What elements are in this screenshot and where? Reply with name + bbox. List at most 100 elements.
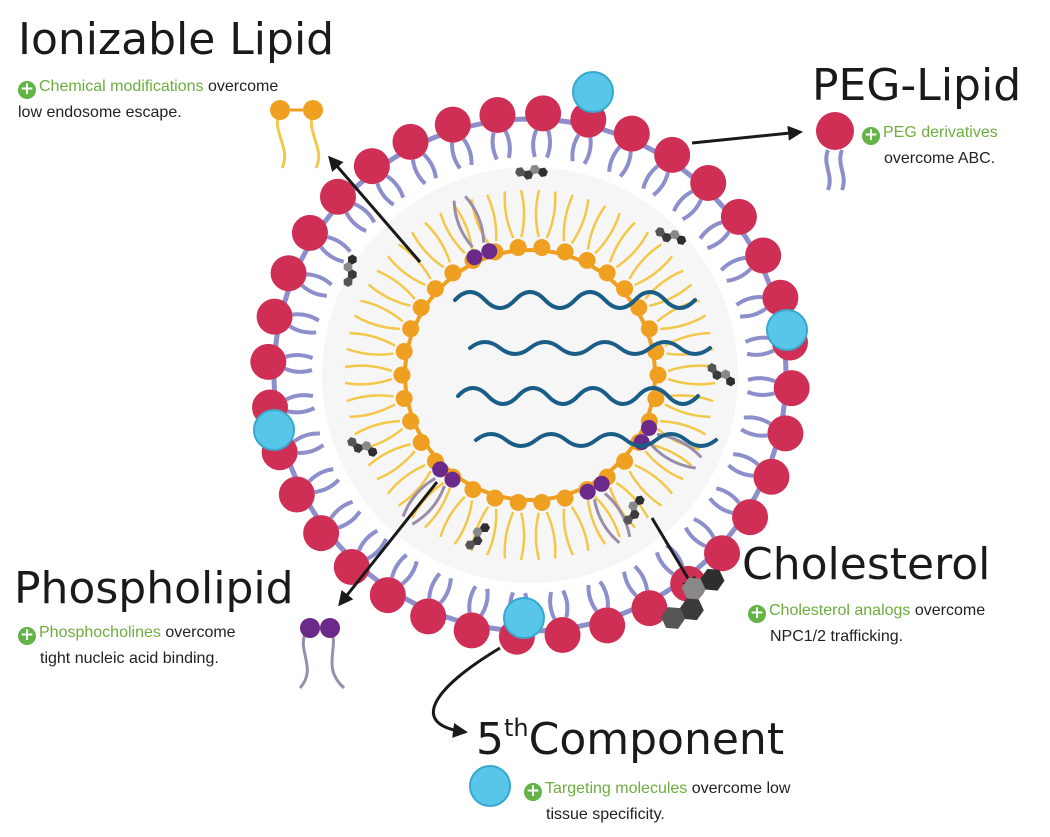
peg-lipid-head bbox=[270, 255, 307, 292]
fifth-rest1: overcome low bbox=[691, 780, 791, 797]
rna-strand bbox=[474, 432, 718, 448]
peg-lipid-head bbox=[278, 476, 315, 513]
ionizable-lipid-desc: +Chemical modifications overcome low end… bbox=[18, 74, 278, 126]
ionizable-lipid-tail bbox=[424, 487, 452, 529]
peg-lipid-tail bbox=[385, 174, 406, 199]
peg-lipid-head bbox=[690, 164, 727, 201]
peg-lipid-tail bbox=[733, 452, 760, 467]
fifth-component-desc: +Targeting molecules overcome low tissue… bbox=[524, 776, 790, 828]
ionizable-lipid-tail bbox=[594, 212, 621, 255]
ionizable-rest2: low endosome escape. bbox=[18, 104, 182, 121]
plus-icon: + bbox=[524, 781, 542, 801]
ionizable-lipid-tail bbox=[353, 314, 400, 331]
peg-lipid-tail bbox=[292, 431, 320, 444]
cholesterol-ring bbox=[681, 577, 706, 600]
peg-lipid-head bbox=[291, 214, 328, 251]
phospholipid-tail bbox=[592, 499, 621, 544]
phospholipid-head bbox=[579, 483, 596, 500]
peg-lipid-tail bbox=[693, 517, 716, 539]
ionizable-lipid-head bbox=[598, 264, 616, 282]
ionizable-lipid-tail bbox=[608, 221, 636, 263]
ionizable-lipid-tail bbox=[346, 347, 394, 356]
ionizable-lipid-head bbox=[533, 493, 551, 511]
ionizable-lipid-tail bbox=[570, 199, 590, 245]
peg-lipid-head bbox=[745, 237, 782, 274]
peg-lipid-tail bbox=[633, 564, 650, 591]
fifth-highlight: Targeting molecules bbox=[545, 780, 688, 797]
ionizable-lipid-head bbox=[616, 280, 634, 298]
peg-lipid-tail bbox=[652, 171, 670, 197]
ionizable-lipid-tail bbox=[376, 269, 416, 300]
peg-rest2: overcome ABC. bbox=[884, 150, 996, 167]
ionizable-lipid-head bbox=[412, 433, 430, 451]
phospholipid-head bbox=[432, 461, 449, 478]
ionizable-lipid-tail bbox=[649, 283, 693, 307]
ionizable-lipid-tail bbox=[628, 470, 663, 507]
cholesterol-ring bbox=[712, 370, 722, 381]
cholesterol-ring bbox=[353, 443, 363, 453]
cholesterol-molecules bbox=[343, 164, 736, 550]
peg-lipid-tail bbox=[357, 528, 379, 552]
ionizable-lipid-head bbox=[616, 452, 634, 470]
phospholipid-tail bbox=[401, 476, 437, 518]
peg-lipid-tail bbox=[618, 151, 633, 178]
cholesterol-molecule bbox=[707, 363, 736, 387]
peg-lipid-head bbox=[762, 279, 799, 316]
cholesterol-ring bbox=[676, 235, 687, 245]
arrow-ionizable bbox=[328, 155, 422, 263]
peg-lipid-tail bbox=[450, 142, 462, 170]
cholesterol-ring bbox=[700, 568, 725, 591]
ionizable-lipid-tail bbox=[344, 364, 393, 373]
cholesterol-ring bbox=[721, 369, 731, 380]
ionizable-lipid-head bbox=[486, 489, 504, 507]
peg-lipid-tail bbox=[300, 283, 327, 298]
cholesterol-ring bbox=[347, 254, 357, 265]
ionizable-lipid-head bbox=[395, 342, 413, 360]
peg-lipid-tail bbox=[285, 393, 314, 402]
peg-lipid-tail bbox=[467, 585, 478, 613]
phospholipid-tail bbox=[603, 492, 632, 538]
ionizable-lipid-tail bbox=[397, 470, 432, 507]
peg-lipid-tail bbox=[622, 571, 638, 598]
cholesterol-ring bbox=[529, 164, 540, 175]
peg-lipid-tail bbox=[708, 497, 734, 515]
rna-strand bbox=[468, 340, 712, 356]
plus-icon: + bbox=[862, 125, 880, 145]
phospholipid-head bbox=[593, 475, 610, 492]
cholesterol-ring bbox=[537, 167, 548, 178]
fifth-title-number: 5 bbox=[476, 714, 504, 765]
peg-lipid-tail bbox=[735, 295, 763, 307]
peg-lipid-tail bbox=[503, 130, 512, 159]
lnp-interior bbox=[322, 167, 738, 583]
peg-lipid-head bbox=[392, 123, 429, 160]
ionizable-lipid-tail bbox=[519, 512, 526, 561]
chol-rest1: overcome bbox=[914, 602, 986, 619]
phospholipid-tail bbox=[411, 485, 446, 526]
peg-lipid-tail bbox=[683, 526, 707, 548]
rna-strand bbox=[456, 386, 700, 406]
ionizable-lipid-head bbox=[402, 412, 420, 430]
ionizable-lipid-tail bbox=[503, 191, 515, 239]
ionizable-lipid-head bbox=[395, 390, 413, 408]
ionizable-lipid-tail bbox=[667, 377, 716, 386]
peg-lipid-head bbox=[434, 106, 471, 143]
peg-lipid-head bbox=[250, 343, 287, 380]
ionizable-lipid-head bbox=[533, 239, 551, 257]
phospholipid-icon bbox=[298, 618, 346, 690]
ionizable-lipid-tail bbox=[545, 191, 557, 239]
peg-lipid-tail bbox=[366, 538, 388, 561]
targeting-molecule bbox=[503, 597, 545, 639]
peg-lipid-head bbox=[720, 198, 757, 235]
cholesterol-ring bbox=[623, 515, 633, 525]
ionizable-lipid-tail bbox=[562, 508, 575, 556]
peg-lipid-head bbox=[353, 148, 390, 185]
peg-lipid-tail bbox=[292, 312, 320, 323]
peg-lipid-tail bbox=[329, 499, 354, 520]
peg-lipid-head bbox=[631, 590, 668, 627]
peg-lipid-tail bbox=[715, 486, 741, 505]
peg-lipid-head bbox=[753, 458, 790, 495]
ionizable-lipid-head bbox=[630, 299, 648, 317]
cholesterol-ring bbox=[634, 495, 645, 506]
peg-lipid-tail bbox=[427, 572, 442, 599]
